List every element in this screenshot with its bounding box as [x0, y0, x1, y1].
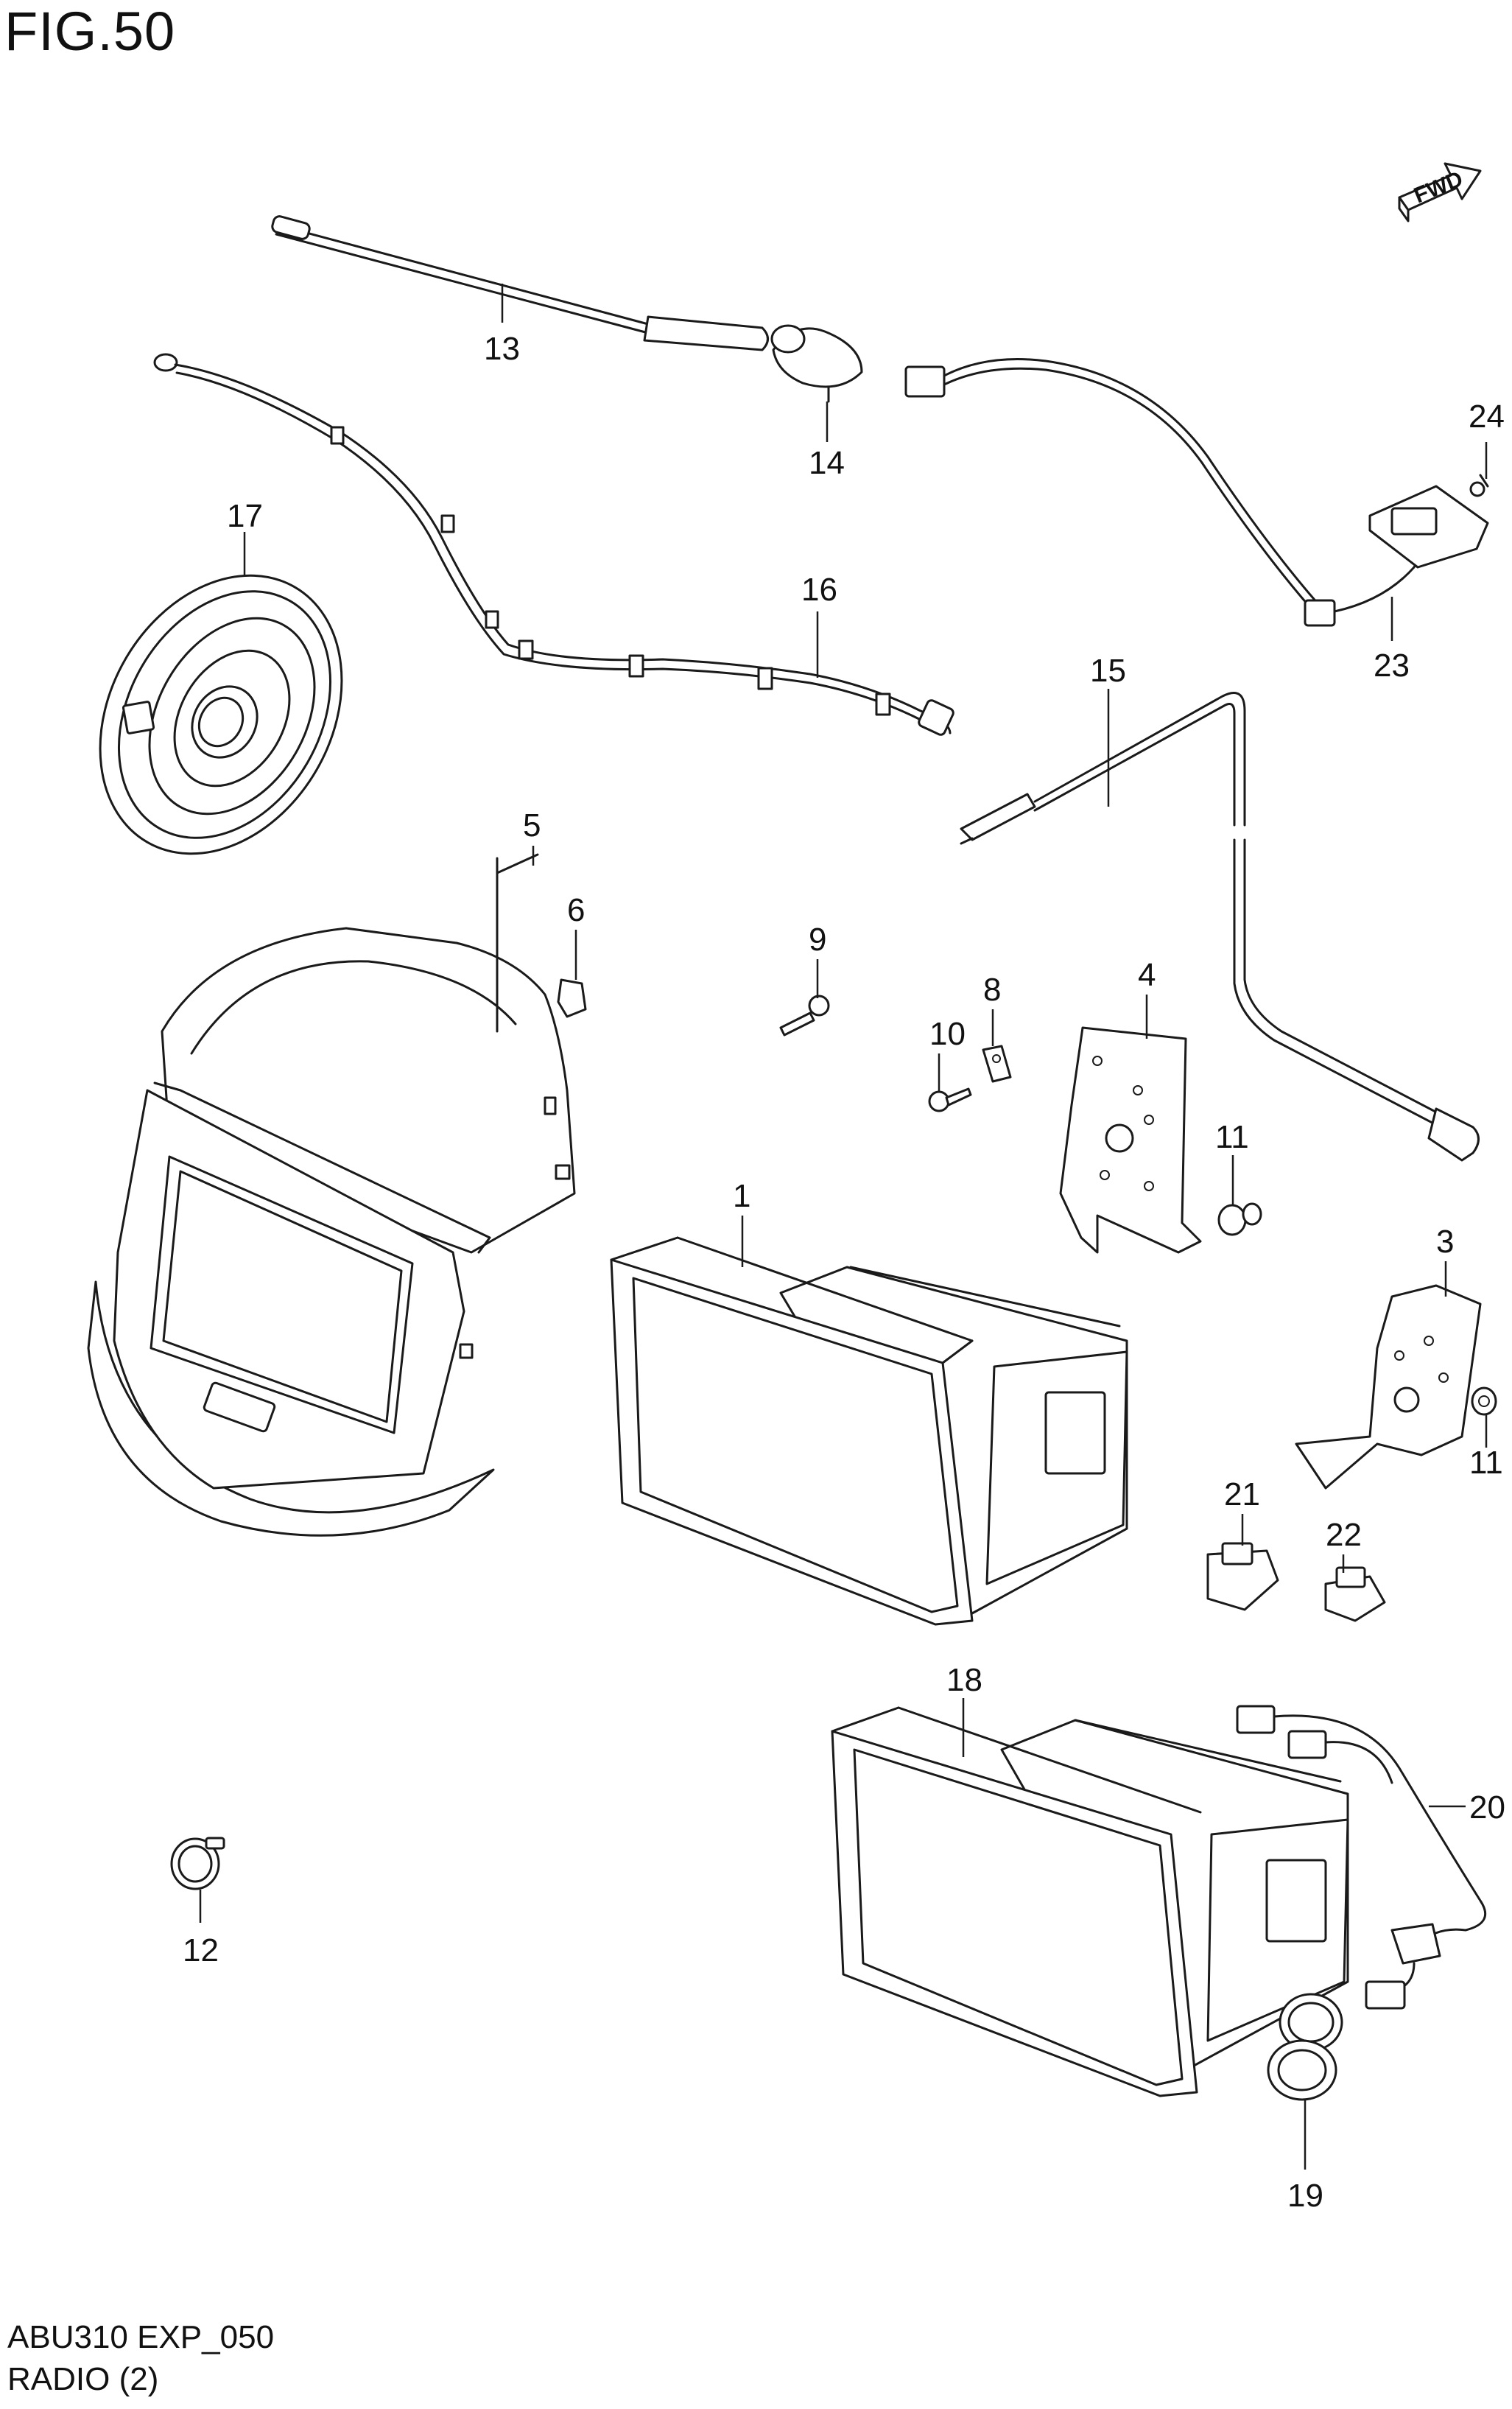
nut-clip-7-drawing [982, 1045, 1012, 1083]
bracket-4-drawing [1059, 1026, 1202, 1254]
callout-7: 8 [983, 972, 1001, 1008]
usb-socket-19-drawing [1267, 1993, 1343, 2101]
callout-3: 3 [1436, 1224, 1454, 1260]
callout-16: 16 [801, 572, 837, 608]
wiring-harness-20-drawing [1236, 1705, 1487, 2010]
connector-21-drawing [1206, 1542, 1279, 1611]
callout-22: 22 [1326, 1517, 1362, 1553]
connector-22-drawing [1324, 1566, 1386, 1622]
section-name: RADIO (2) [7, 2361, 159, 2397]
screw-24-drawing [1469, 474, 1489, 497]
callout-8: 9 [809, 922, 826, 958]
antenna-base-drawing [770, 324, 863, 403]
callout-24: 24 [1469, 399, 1505, 435]
callout-1: 1 [733, 1178, 750, 1214]
callout-21: 21 [1224, 1476, 1260, 1512]
nut-10-drawing [1471, 1386, 1497, 1416]
callout-labels: 13 14 16 17 15 24 23 5 6 9 8 10 4 11 1 3… [183, 331, 1505, 2214]
model-code: ABU310 EXP_050 [7, 2319, 275, 2355]
fwd-arrow-icon: FWD [1398, 162, 1482, 222]
leader-lines [199, 284, 1488, 2170]
callout-4: 4 [1138, 957, 1156, 993]
callout-13: 13 [484, 331, 520, 367]
callout-20: 20 [1469, 1789, 1505, 1826]
screw-9-drawing [928, 1087, 972, 1112]
callout-5: 5 [523, 807, 541, 844]
callout-19: 19 [1287, 2178, 1323, 2214]
audio-head-unit-drawing [610, 1236, 1128, 1626]
callout-10: 11 [1469, 1445, 1503, 1481]
fwd-label: FWD [1410, 166, 1466, 208]
antenna-feeder-cable-drawing [153, 353, 954, 736]
callout-17: 17 [227, 498, 263, 534]
screw-8-drawing [779, 995, 830, 1037]
dash-bezel-drawing [87, 853, 576, 1537]
antenna-extension-cable-drawing [960, 692, 1480, 1162]
figure-title: FIG.50 [4, 1, 176, 62]
rod-antenna-drawing [271, 215, 769, 351]
speaker-drawing [99, 574, 343, 855]
callout-11: 11 [1215, 1119, 1249, 1155]
callout-23: 23 [1374, 648, 1410, 684]
callout-6: 6 [567, 892, 585, 928]
callout-12: 12 [183, 1932, 219, 1968]
callout-18: 18 [946, 1662, 982, 1698]
callout-9: 10 [929, 1016, 966, 1052]
usb-cable-drawing [904, 358, 1489, 627]
bracket-3-drawing [1295, 1284, 1482, 1490]
navigation-head-unit-drawing [831, 1706, 1349, 2097]
callout-14: 14 [809, 445, 845, 481]
callout-15: 15 [1090, 653, 1126, 689]
plug-12-drawing [170, 1837, 225, 1890]
clip-6-drawing [557, 978, 587, 1018]
bushing-11-drawing [1217, 1202, 1262, 1236]
